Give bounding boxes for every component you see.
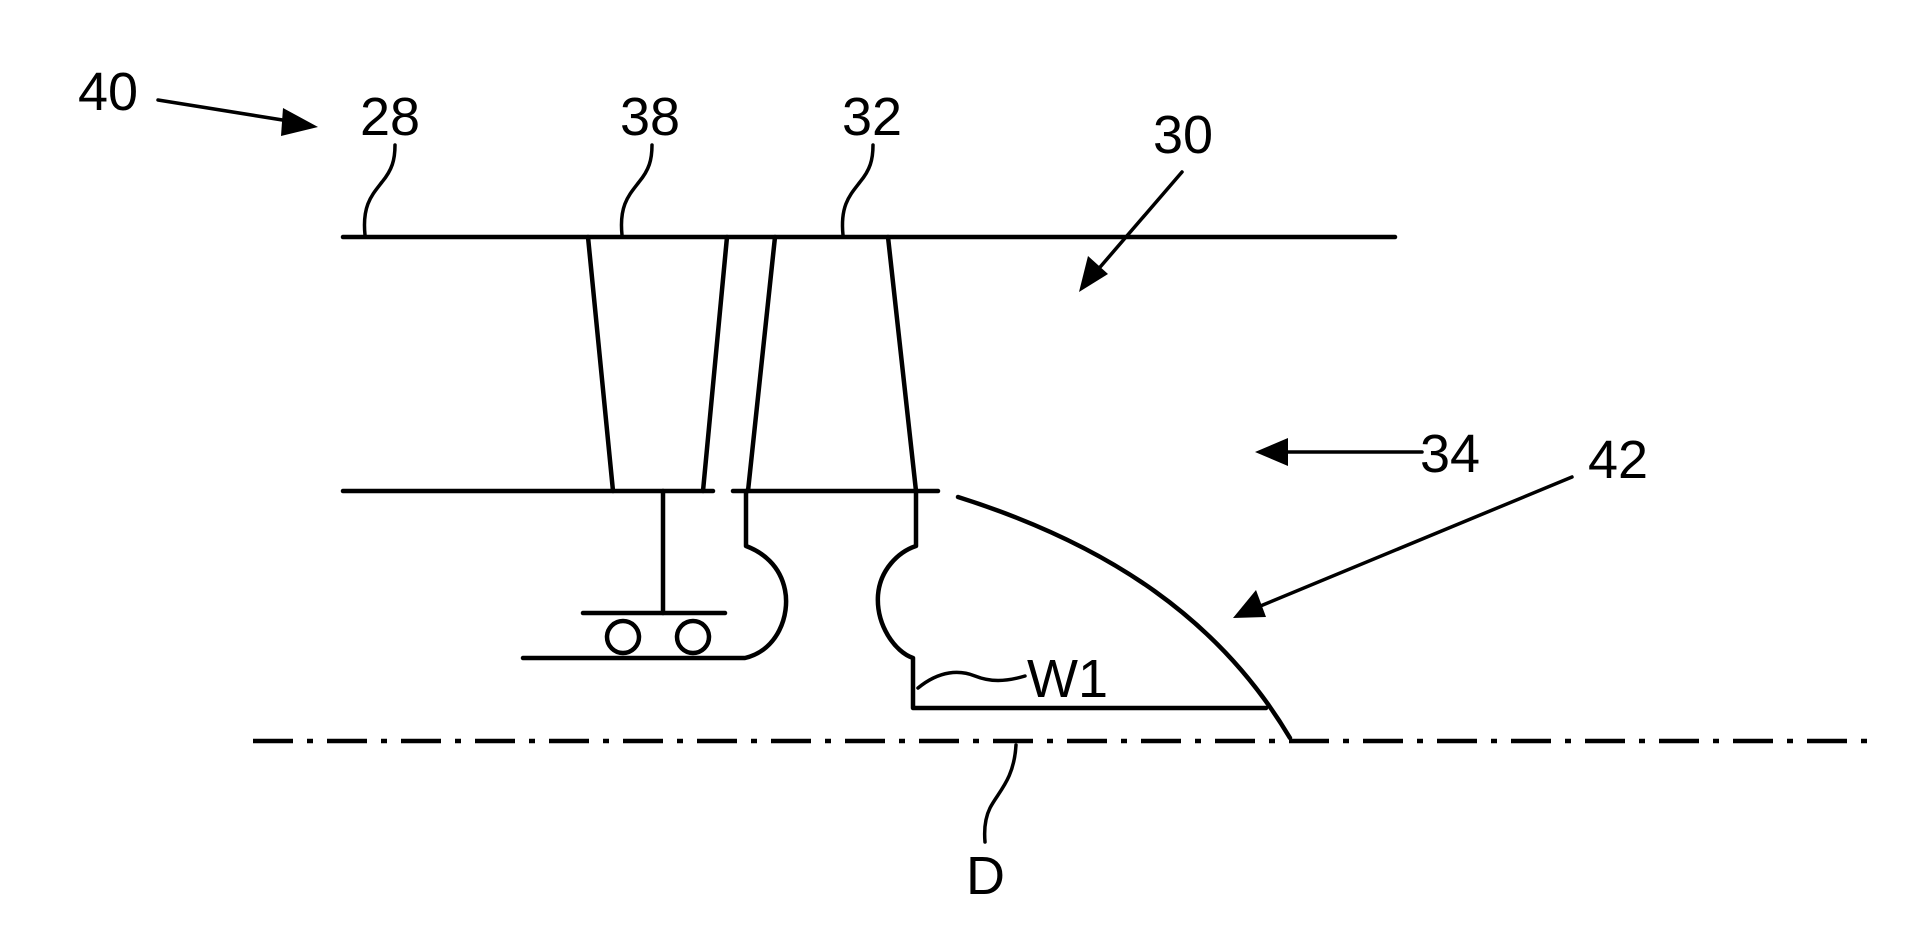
label-w1: W1 — [1027, 649, 1108, 709]
leader-28 — [364, 145, 395, 235]
label-28: 28 — [360, 87, 420, 147]
label-d: D — [966, 846, 1005, 906]
label-40: 40 — [78, 62, 138, 122]
arrow-40-shaft — [158, 100, 295, 122]
leader-w1 — [918, 672, 1025, 688]
arrow-34-head — [1255, 438, 1288, 466]
arrow-42-shaft — [1258, 477, 1572, 607]
leader-32 — [842, 145, 873, 235]
label-30: 30 — [1153, 105, 1213, 165]
leader-38 — [621, 145, 652, 235]
rotor-disk-left — [523, 491, 786, 658]
arrow-30-shaft — [1095, 172, 1182, 273]
label-34: 34 — [1420, 424, 1480, 484]
blade-airfoil — [748, 237, 916, 491]
label-42: 42 — [1588, 430, 1648, 490]
vane-airfoil — [588, 237, 727, 491]
arrow-42-head — [1233, 590, 1266, 618]
label-32: 32 — [842, 87, 902, 147]
arrow-40-head — [281, 108, 318, 136]
bearing-roller-left — [607, 621, 639, 653]
label-38: 38 — [620, 87, 680, 147]
bearing-roller-right — [677, 621, 709, 653]
leader-d — [985, 745, 1016, 842]
